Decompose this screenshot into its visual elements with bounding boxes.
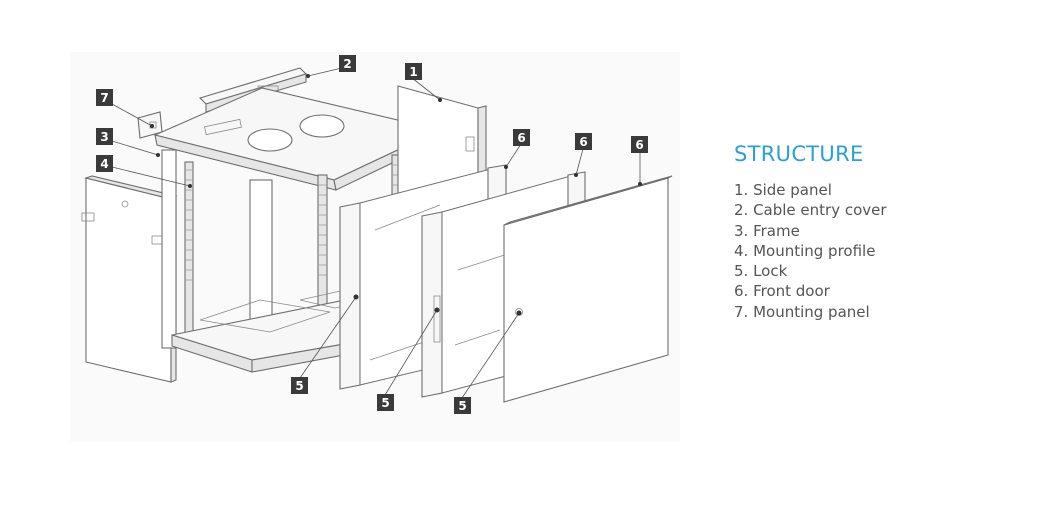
callout-5b: 5 — [377, 394, 394, 411]
leader-lines — [111, 66, 641, 399]
callout-7: 7 — [96, 89, 113, 106]
callout-2-label: 2 — [343, 57, 351, 71]
callout-3-label: 3 — [100, 130, 108, 144]
callout-3: 3 — [96, 128, 113, 145]
front-door-solid — [503, 175, 673, 403]
legend-item-cable-entry-cover: 2. Cable entry cover — [734, 201, 887, 220]
callout-5c: 5 — [454, 397, 471, 414]
callout-1: 1 — [405, 63, 422, 80]
legend-title: STRUCTURE — [734, 142, 864, 166]
legend-item-side-panel: 1. Side panel — [734, 181, 832, 199]
callout-1-label: 1 — [409, 65, 417, 79]
legend-item-mounting-profile: 4. Mounting profile — [734, 241, 876, 260]
callout-4-label: 4 — [100, 157, 108, 171]
callout-6a-label: 6 — [517, 131, 525, 145]
callout-6b: 6 — [575, 133, 592, 150]
callout-5b-label: 5 — [381, 396, 389, 410]
structure-legend: STRUCTURE 1. Side panel 2. Cable entry c… — [734, 142, 1034, 322]
callout-5a: 5 — [291, 377, 308, 394]
callout-5c-label: 5 — [458, 399, 466, 413]
callout-4: 4 — [96, 155, 113, 172]
callout-6a: 6 — [513, 129, 530, 146]
legend-item-frame: 3. Frame — [734, 221, 800, 240]
callout-5a-label: 5 — [295, 379, 303, 393]
legend-item-lock: 5. Lock — [734, 262, 788, 281]
callout-6c: 6 — [631, 136, 648, 153]
callout-7-label: 7 — [100, 91, 108, 105]
legend-item-front-door: 6. Front door — [734, 282, 830, 301]
legend-list: 1. Side panel 2. Cable entry cover 3. Fr… — [734, 180, 1034, 322]
callout-2: 2 — [339, 55, 356, 72]
leader-dots — [150, 74, 642, 316]
callout-6c-label: 6 — [635, 138, 643, 152]
callout-6b-label: 6 — [579, 135, 587, 149]
legend-item-mounting-panel: 7. Mounting panel — [734, 302, 870, 321]
